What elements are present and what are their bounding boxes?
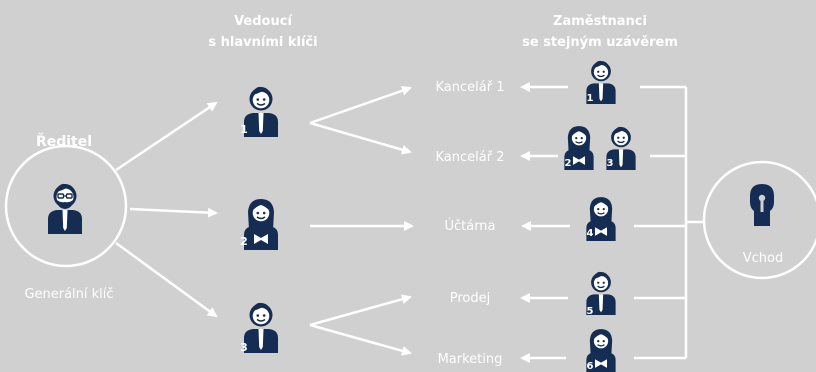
lock-cylinder-icon xyxy=(750,184,774,226)
master-key-label: Generální klíč xyxy=(24,287,113,302)
department-sales-label: Prodej xyxy=(450,291,491,306)
manager-2-number: 2 xyxy=(240,235,248,248)
manager-3-number: 3 xyxy=(240,341,248,354)
employee-5-number: 5 xyxy=(587,306,594,317)
department-office-1-label: Kancelář 1 xyxy=(436,80,505,95)
director-circle xyxy=(4,144,128,268)
employee-3-number: 3 xyxy=(607,158,614,169)
director-to-manager-2-arrow xyxy=(129,207,218,218)
director-to-manager-3-arrow xyxy=(115,241,218,318)
employee-6-number: 6 xyxy=(587,361,594,372)
director-to-manager-1-arrow xyxy=(115,101,218,172)
manager-1-number: 1 xyxy=(240,123,248,136)
employee-2-number: 2 xyxy=(565,158,572,169)
employees-header-line1: Zaměstnanci xyxy=(553,14,647,29)
employee-1-number: 1 xyxy=(587,93,594,104)
employee-4-number: 4 xyxy=(587,228,594,239)
department-office-2-label: Kancelář 2 xyxy=(436,150,505,165)
department-marketing-label: Marketing xyxy=(438,352,503,367)
entrance-label: Vchod xyxy=(743,251,784,266)
department-accounting-label: Účtárna xyxy=(444,218,495,234)
entrance-bracket xyxy=(634,85,704,360)
manager-1-to-office-2-arrow xyxy=(309,121,412,155)
managers-header-line2: s hlavními klíči xyxy=(208,35,317,50)
manager-3-to-marketing-arrow xyxy=(309,323,412,356)
manager-1-to-office-1-arrow xyxy=(309,85,412,125)
manager-1-avatar xyxy=(243,86,279,138)
managers-header-line1: Vedoucí xyxy=(234,14,293,29)
director-avatar xyxy=(47,183,83,235)
manager-3-to-sales-arrow xyxy=(309,294,412,327)
employees-header-line2: se stejným uzávěrem xyxy=(522,35,678,50)
manager-2-avatar xyxy=(243,198,279,251)
manager-3-avatar xyxy=(243,302,279,354)
entrance-circle xyxy=(702,160,816,280)
director-title: Ředitel xyxy=(36,133,92,150)
